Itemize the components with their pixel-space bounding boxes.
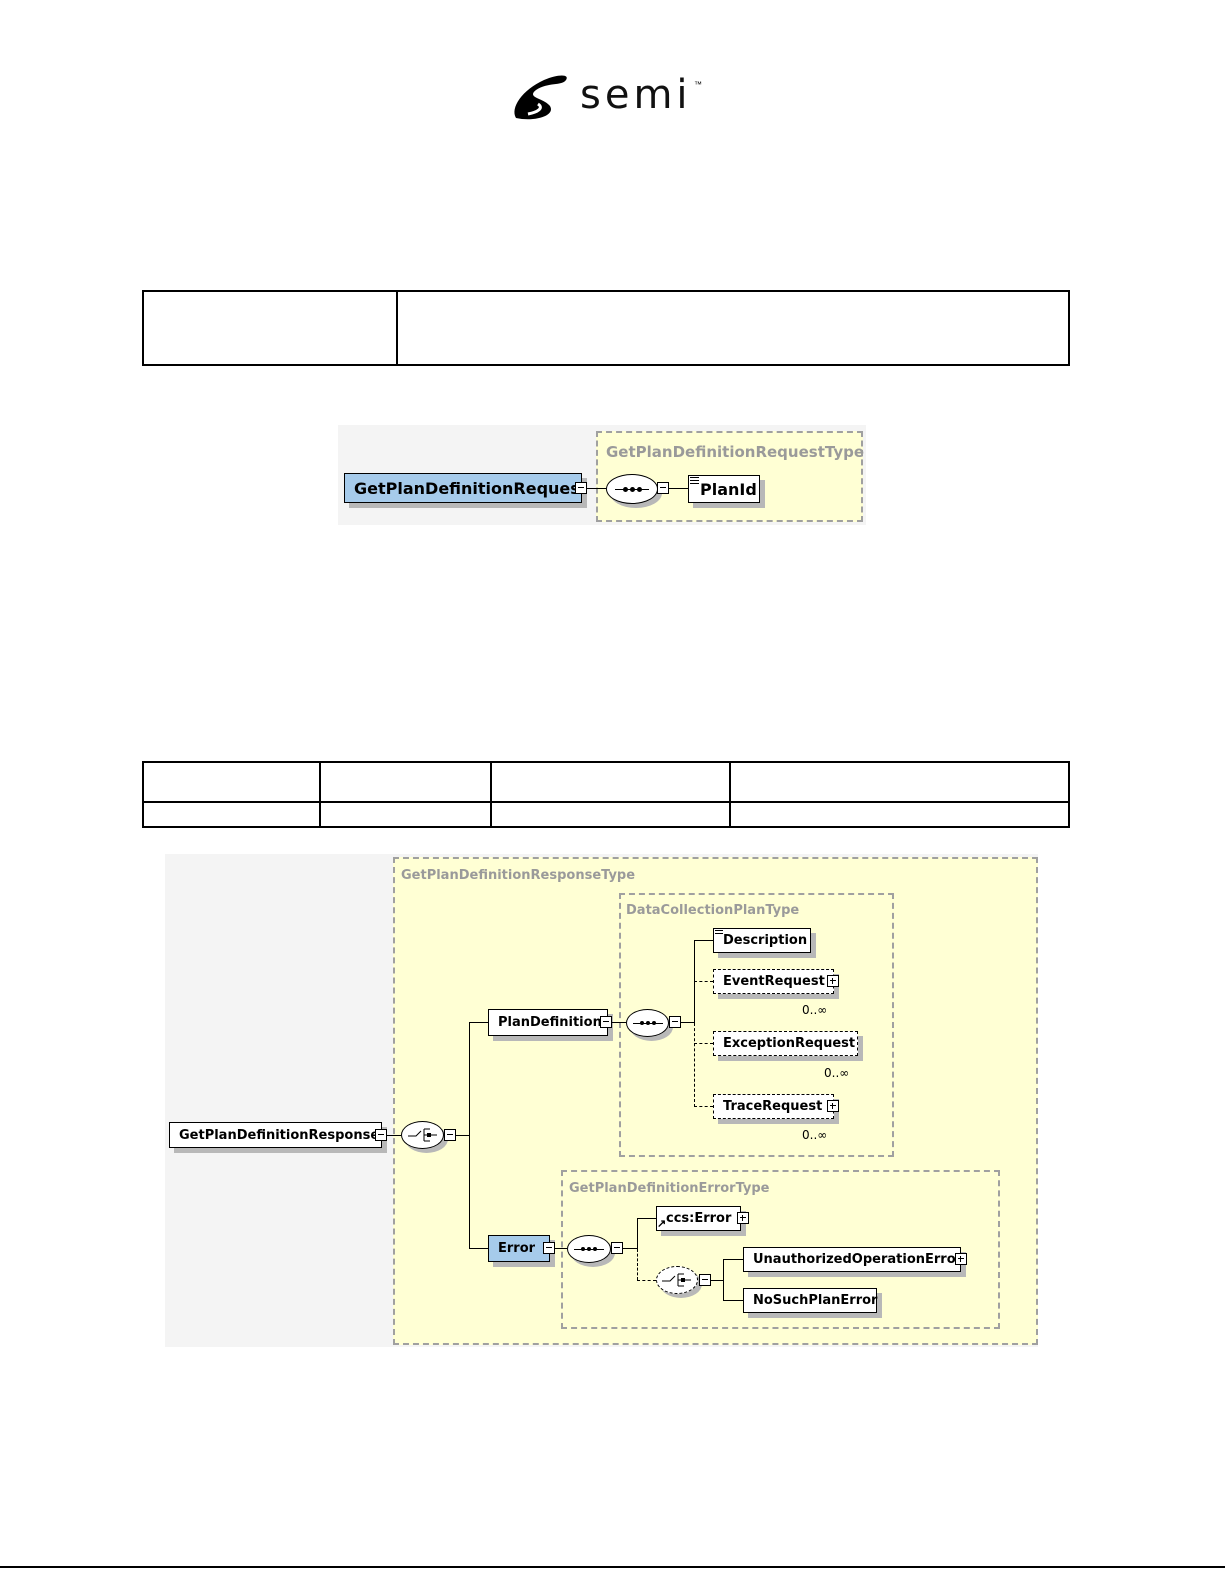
logo-text: semi [580,72,692,118]
table-cell [142,801,321,828]
response-type-label: GetPlanDefinitionResponseType [401,868,636,883]
table-cell [319,801,492,828]
expand-icon[interactable] [955,1253,967,1265]
collapse-icon[interactable] [543,1242,555,1254]
table-cell [729,761,1070,803]
element-label: UnauthorizedOperationError [753,1252,963,1267]
element-label: EventRequest [723,974,825,989]
collapse-icon[interactable] [669,1016,681,1028]
table-cell [490,761,731,803]
semi-logo: semi ™ [508,68,708,124]
expand-icon[interactable] [827,975,839,987]
footer-rule [0,1566,1225,1568]
event-request-occurrence: 0..∞ [802,1003,828,1017]
collapse-icon[interactable] [699,1274,711,1286]
reference-arrow-icon: ↗ [657,1218,667,1230]
documentation-icon [690,477,699,484]
exception-request-occurrence: 0..∞ [824,1066,850,1080]
element-label: TraceRequest [723,1099,823,1114]
plan-type-label: DataCollectionPlanType [626,903,800,918]
documentation-icon [715,930,723,936]
semi-swoosh-icon [514,75,567,120]
description-element[interactable]: Description [713,928,811,953]
collapse-icon[interactable] [600,1016,612,1028]
collapse-icon[interactable] [611,1242,623,1254]
plan-definition-element[interactable]: PlanDefinition [488,1009,608,1036]
no-such-plan-error-element[interactable]: NoSuchPlanError [743,1288,877,1313]
collapse-icon[interactable] [375,1129,387,1141]
sequence-icon [606,474,658,504]
get-plan-definition-request-element[interactable]: GetPlanDefinitionRequest [344,473,587,503]
sequence-icon [626,1009,669,1037]
element-label: Description [723,933,808,948]
element-label: GetPlanDefinitionRequest [354,478,588,498]
collapse-icon[interactable] [657,482,669,494]
event-request-element[interactable]: EventRequest [713,969,834,994]
unauthorized-operation-error-element[interactable]: UnauthorizedOperationError [743,1247,963,1272]
table-cell [142,290,398,366]
collapse-icon[interactable] [444,1129,456,1141]
element-label: PlanDefinition [498,1015,602,1030]
table-cell [319,761,492,803]
sequence-icon [567,1235,611,1263]
error-type-label: GetPlanDefinitionErrorType [569,1181,770,1196]
element-label: ccs:Error [666,1211,732,1226]
element-label: NoSuchPlanError [753,1293,878,1308]
request-type-label: GetPlanDefinitionRequestType [606,443,865,461]
element-label: Error [498,1241,536,1256]
table-cell [490,801,731,828]
error-element[interactable]: Error [488,1235,550,1262]
table-cell [729,801,1070,828]
choice-icon [656,1266,698,1294]
plan-id-element[interactable]: PlanId [688,475,760,503]
table-cell [396,290,1070,366]
element-label: ExceptionRequest [723,1036,856,1051]
expand-icon[interactable] [737,1212,749,1224]
choice-icon [401,1121,444,1149]
trace-request-occurrence: 0..∞ [802,1128,828,1142]
request-definition-table [142,290,1070,366]
trace-request-element[interactable]: TraceRequest [713,1094,834,1119]
response-definition-table [142,761,1070,828]
element-label: PlanId [700,479,757,499]
exception-request-element[interactable]: ExceptionRequest [713,1031,858,1056]
trademark-mark: ™ [694,80,702,89]
table-cell [142,761,321,803]
get-plan-definition-response-element[interactable]: GetPlanDefinitionResponse [169,1122,382,1148]
collapse-icon[interactable] [575,482,587,494]
expand-icon[interactable] [827,1100,839,1112]
ccs-error-element[interactable]: ccs:Error [656,1206,741,1231]
element-label: GetPlanDefinitionResponse [179,1127,380,1143]
